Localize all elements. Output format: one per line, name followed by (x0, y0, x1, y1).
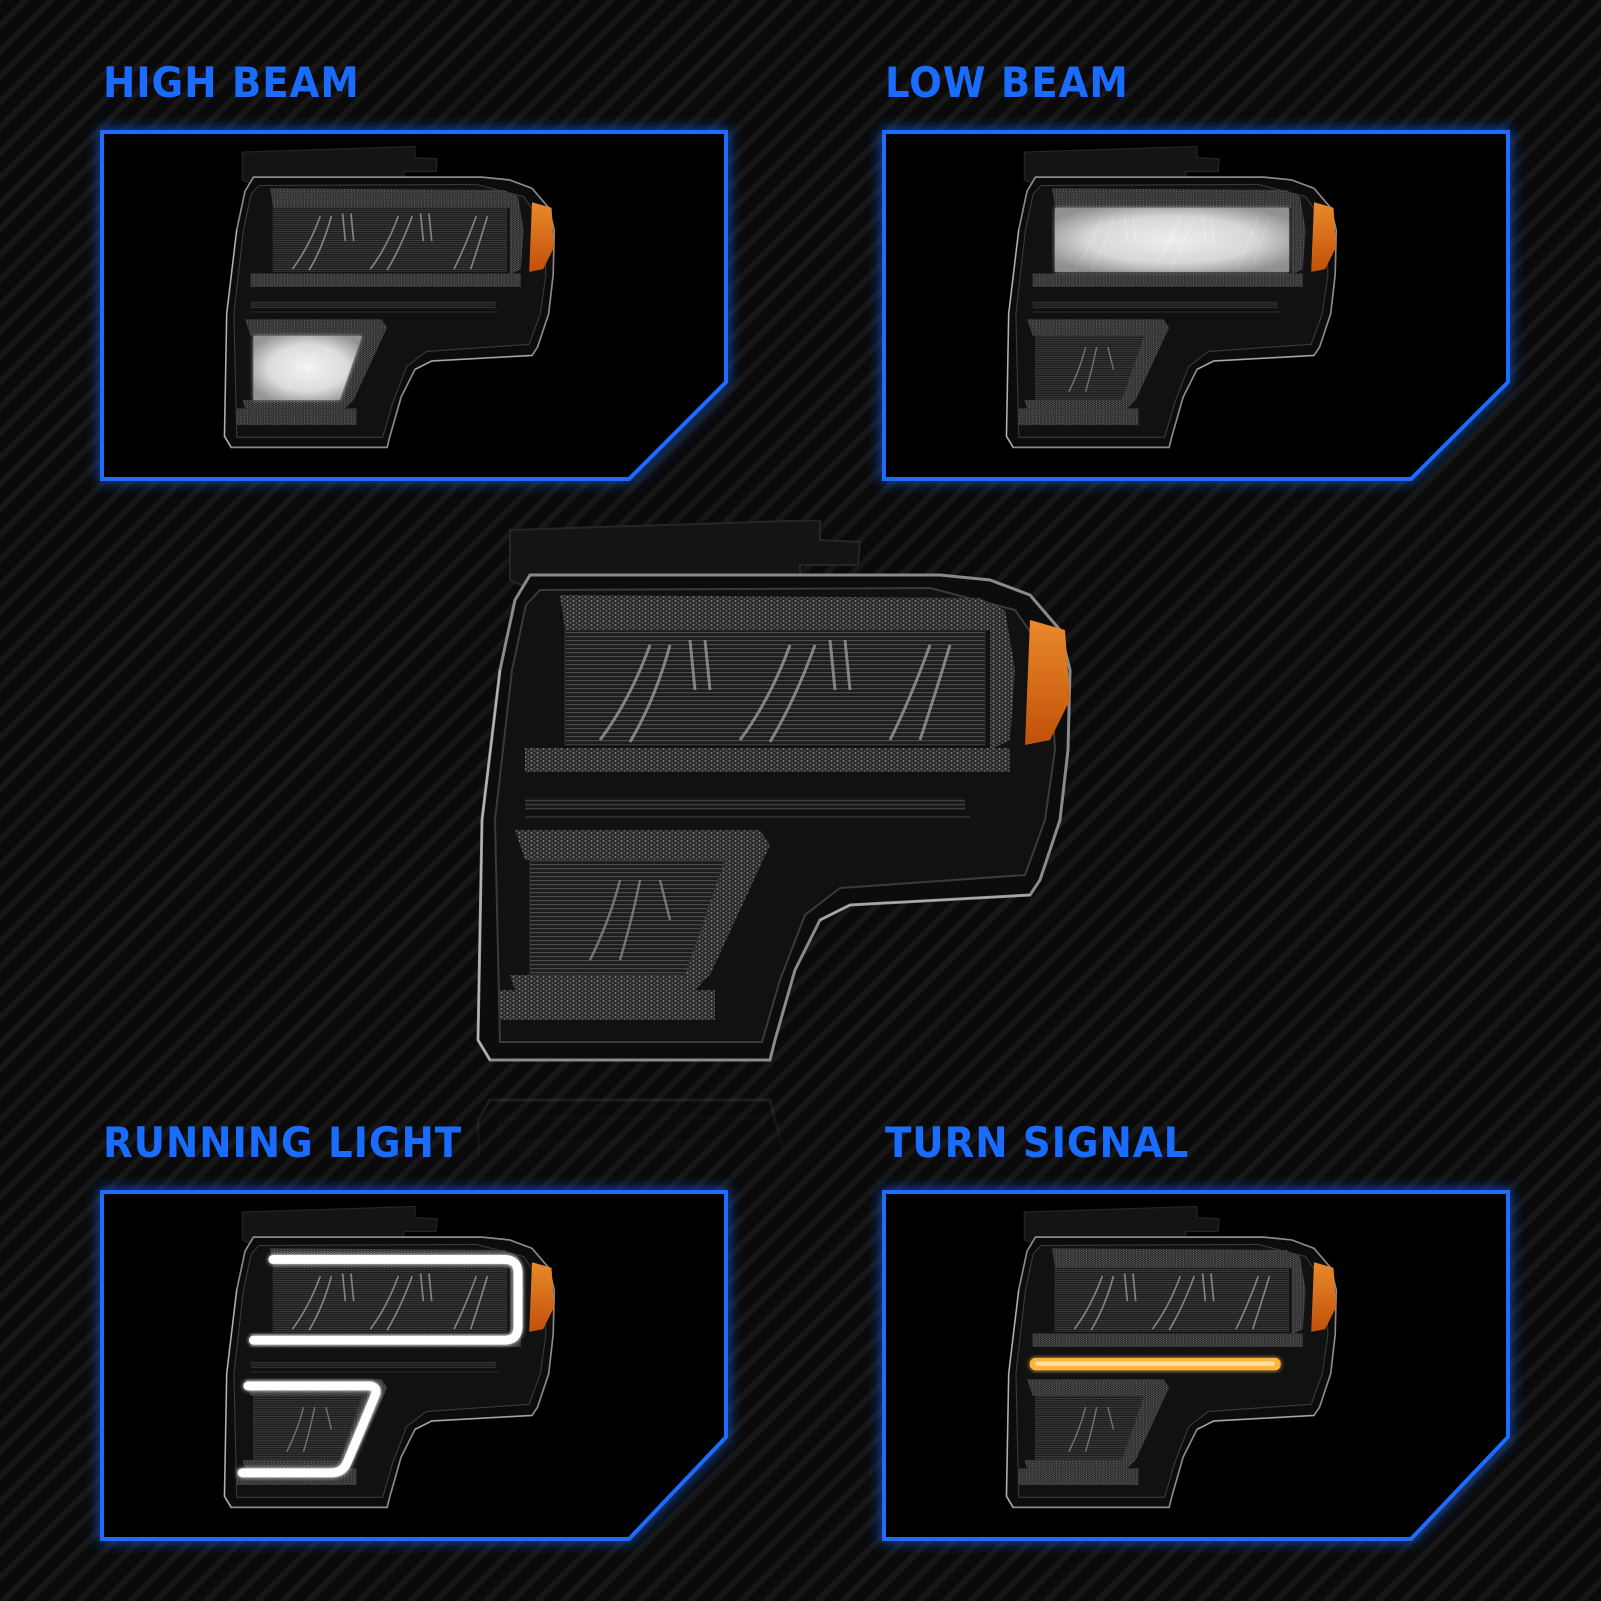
lit-drl-bars (237, 1254, 523, 1478)
high-beam-panel (100, 130, 728, 481)
low-beam-panel (882, 130, 1510, 481)
turn-signal-panel (882, 1190, 1510, 1541)
turn-signal-label: TURN SIGNAL (885, 1118, 1190, 1167)
lit-fog-lamp (253, 335, 363, 400)
turn-signal-headlight (1005, 1205, 1338, 1509)
running-light-headlight (223, 1205, 556, 1509)
high-beam-label: HIGH BEAM (103, 58, 360, 107)
lit-projector-row (1054, 207, 1289, 272)
high-beam-headlight (223, 145, 556, 449)
center-headlight (476, 520, 1072, 1062)
running-light-panel (100, 1190, 728, 1541)
running-light-label: RUNNING LIGHT (103, 1118, 463, 1167)
low-beam-label: LOW BEAM (885, 58, 1129, 107)
low-beam-headlight (1005, 145, 1338, 449)
